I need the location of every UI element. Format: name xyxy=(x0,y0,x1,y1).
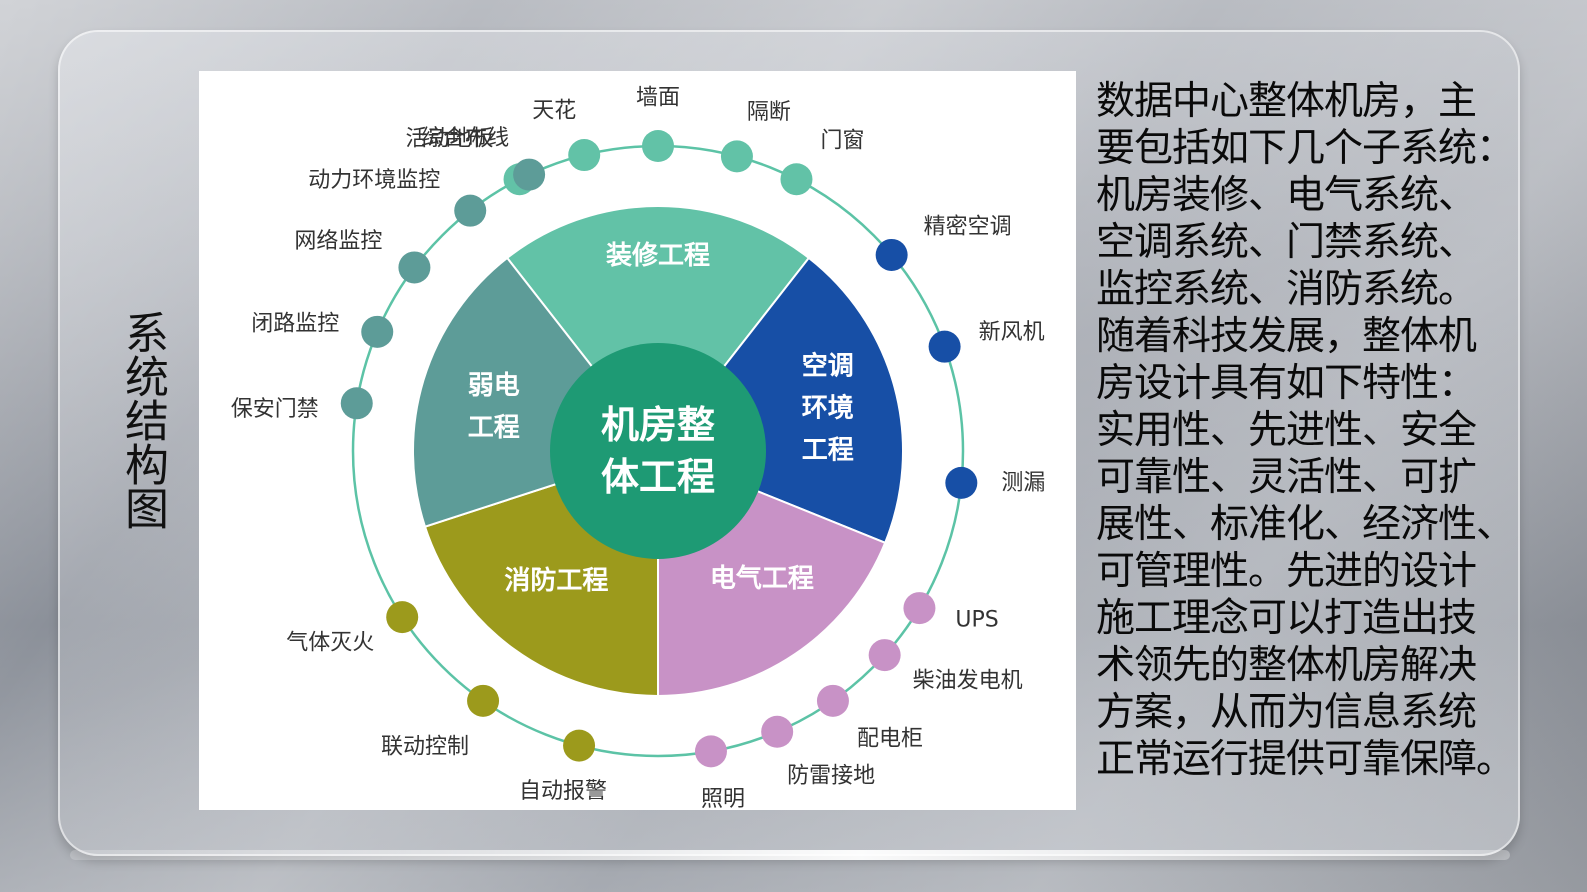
node-dot-fire xyxy=(386,601,419,634)
description-text: 数据中心整体机房，主要包括如下几个子系统：机房装修、电气系统、空调系统、门禁系统… xyxy=(1096,78,1536,783)
center-label: 机房整 xyxy=(601,403,715,447)
sector-label-hvac: 工程 xyxy=(802,436,854,466)
sector-label-weak: 工程 xyxy=(468,413,520,443)
description-line: 机房装修、电气系统、 xyxy=(1096,173,1477,218)
node-dot-electric xyxy=(903,592,936,625)
node-dot-weak xyxy=(454,194,487,227)
description-line: 方案，从而为信息系统 xyxy=(1096,690,1477,735)
sector-decoration xyxy=(505,205,811,453)
description-line: 正常运行提供可靠保障。 xyxy=(1096,737,1515,782)
node-dot-electric xyxy=(868,639,901,672)
node-label: 联动控制 xyxy=(381,734,469,759)
description-line: 随着科技发展，整体机 xyxy=(1096,314,1477,359)
node-dot-hvac xyxy=(875,238,908,271)
node-dot-electric xyxy=(816,684,849,717)
node-label: 天花 xyxy=(532,99,576,124)
node-dot-decoration xyxy=(720,140,753,173)
node-dot-fire xyxy=(467,684,500,717)
sector-label-decoration: 装修工程 xyxy=(606,240,710,271)
node-label: 网络监控 xyxy=(294,229,382,254)
node-label: 柴油发电机 xyxy=(913,669,1023,694)
node-label: 综合布线 xyxy=(421,126,509,151)
node-dot-weak xyxy=(361,315,394,348)
node-dot-decoration xyxy=(642,130,674,162)
description-line: 房设计具有如下特性： xyxy=(1096,361,1477,406)
node-label: 隔断 xyxy=(747,100,791,125)
node-dot-weak xyxy=(398,251,431,284)
side-title: 系统结构图 xyxy=(117,310,168,530)
description-line: 实用性、先进性、安全 xyxy=(1096,408,1477,453)
diagram-panel: 装修工程空调环境工程电气工程 消防工程 弱电工程 机房整体工程 墙面隔断门窗 天花活动地… xyxy=(199,71,1076,810)
description-line: 要包括如下几个子系统： xyxy=(1096,126,1515,171)
sector-label-weak: 弱电 xyxy=(468,371,520,401)
node-dot-decoration xyxy=(568,139,601,172)
node-dot-hvac xyxy=(928,330,961,363)
node-label: 新风机 xyxy=(979,320,1045,345)
node-label: 气体灭火 xyxy=(286,631,374,656)
sector-label-hvac: 空调 xyxy=(802,351,854,382)
node-label: 精密空调 xyxy=(924,214,1012,239)
node-label: 测漏 xyxy=(1001,470,1045,495)
sector-label-electric: 电气工程 xyxy=(710,563,814,594)
node-dot-hvac xyxy=(945,466,978,499)
sector-label-hvac: 环境 xyxy=(802,393,854,424)
node-dot-weak xyxy=(513,158,546,191)
description-line: 空调系统、门禁系统、 xyxy=(1096,220,1477,265)
node-label: 自动报警 xyxy=(519,779,607,804)
node-label: 动力环境监控 xyxy=(308,168,440,193)
description-line: 施工理念可以打造出技 xyxy=(1096,596,1477,641)
description-line: 可靠性、灵活性、可扩 xyxy=(1096,455,1477,500)
description-line: 数据中心整体机房，主 xyxy=(1096,79,1477,124)
node-label: 保安门禁 xyxy=(231,397,319,422)
frame-highlight xyxy=(70,850,1510,860)
node-label: UPS xyxy=(955,608,998,633)
node-label: 门窗 xyxy=(820,129,864,154)
node-label: 活动地板 xyxy=(406,127,494,152)
node-label: 照明 xyxy=(701,787,745,810)
center-label: 体工程 xyxy=(601,455,715,499)
description-line: 术领先的整体机房解决 xyxy=(1096,643,1477,688)
node-dot-electric xyxy=(761,715,794,748)
node-dot-weak xyxy=(340,387,373,420)
node-label: 配电柜 xyxy=(857,726,923,751)
description-line: 可管理性。先进的设计 xyxy=(1096,549,1477,594)
node-label: 墙面 xyxy=(636,86,680,111)
node-dot-electric xyxy=(694,735,727,768)
description-line: 监控系统、消防系统。 xyxy=(1096,267,1477,312)
description-line: 展性、标准化、经济性、 xyxy=(1096,502,1515,547)
sector-label-fire: 消防工程 xyxy=(504,566,608,596)
node-dot-decoration xyxy=(780,163,813,196)
node-label: 闭路监控 xyxy=(251,311,339,336)
center-circle xyxy=(550,343,766,559)
node-label: 防雷接地 xyxy=(787,763,875,788)
node-dot-fire xyxy=(563,729,596,762)
